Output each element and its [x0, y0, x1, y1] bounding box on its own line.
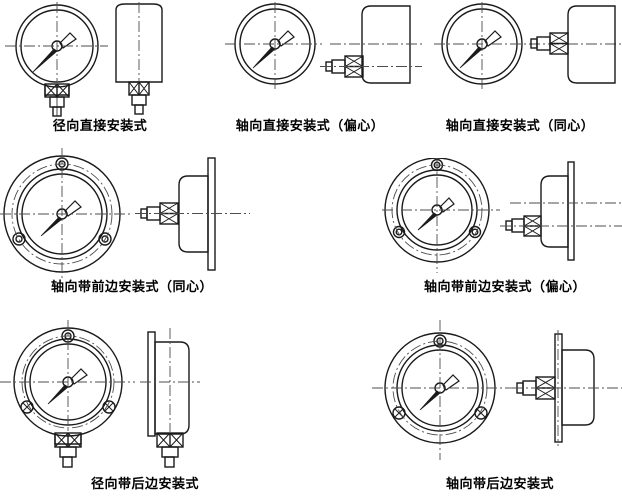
figure-axial-front-flange-concentric	[0, 148, 250, 278]
figure-axial-front-flange-eccentric	[382, 158, 622, 276]
caption-axial-direct-concentric: 轴向直接安装式（同心）	[445, 119, 595, 134]
caption-radial-direct: 径向直接安装式	[52, 119, 148, 134]
figure-radial-rear-flange	[0, 320, 230, 475]
figure-axial-direct-concentric	[432, 2, 622, 120]
figure-axial-rear-flange	[372, 320, 622, 470]
figure-axial-direct-eccentric	[222, 2, 422, 120]
caption-axial-direct-eccentric: 轴向直接安装式（偏心）	[235, 119, 385, 134]
caption-axial-rear-flange: 轴向带后边安装式	[445, 477, 554, 492]
caption-axial-front-flange-concentric: 轴向带前边安装式（同心）	[50, 280, 213, 295]
caption-radial-rear-flange: 径向带后边安装式	[90, 477, 199, 492]
caption-axial-front-flange-eccentric: 轴向带前边安装式（偏心）	[423, 280, 586, 295]
figure-radial-direct	[0, 2, 200, 120]
